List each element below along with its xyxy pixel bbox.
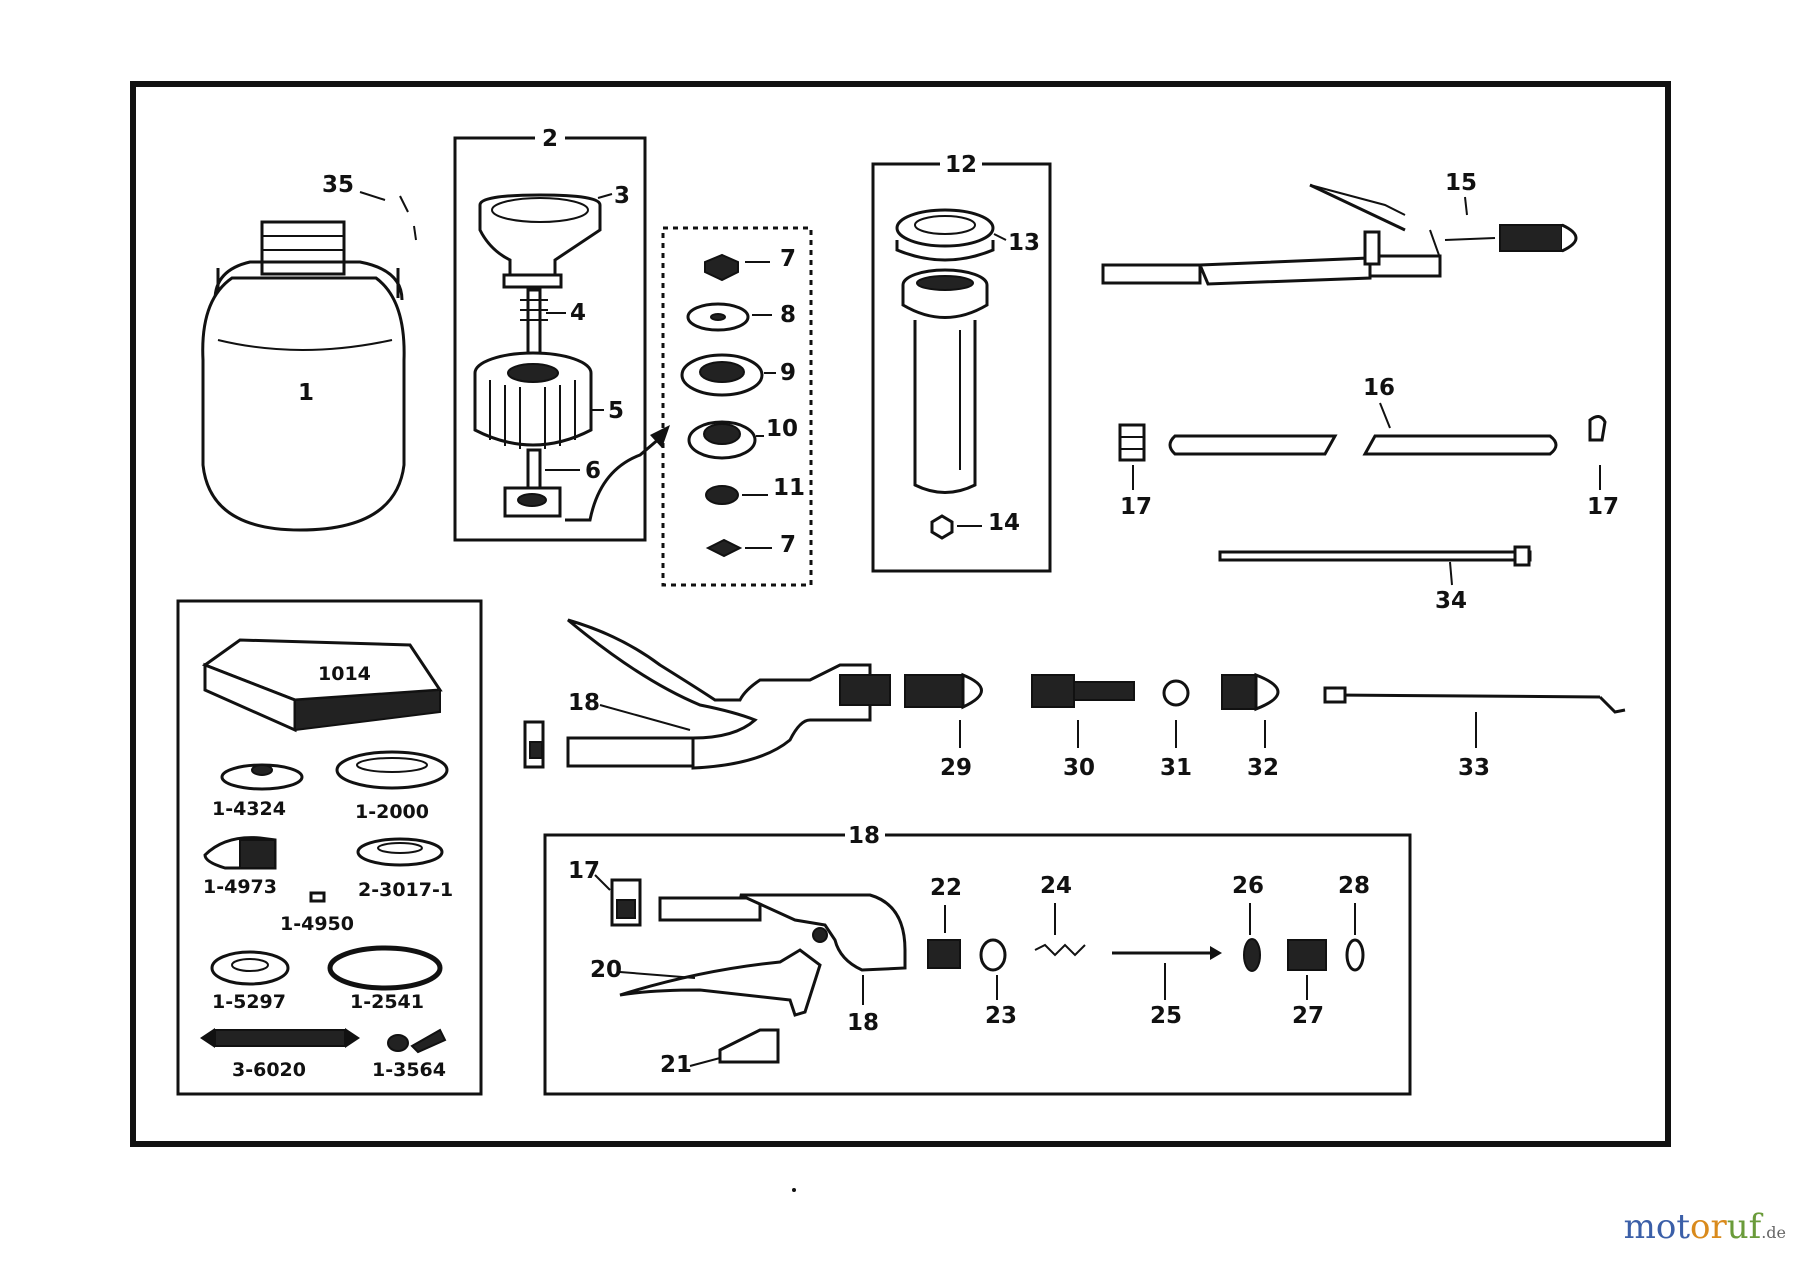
label-10: 10 [766,416,798,442]
label-25: 25 [1150,1003,1182,1029]
watermark-part-2: or [1689,1207,1727,1247]
label-4: 4 [570,300,586,326]
kit-label-1-4950: 1-4950 [280,913,354,935]
label-24: 24 [1040,873,1072,899]
kit-label-3-6020: 3-6020 [232,1059,306,1081]
kit-label-1-2541: 1-2541 [350,991,424,1013]
watermark-tld: .de [1761,1223,1786,1242]
kit-label-2-3017-1: 2-3017-1 [358,879,453,901]
label-28: 28 [1338,873,1370,899]
label-7b: 7 [780,532,796,558]
lance-valve-part [1101,183,1578,286]
label-14: 14 [988,510,1020,536]
label-9: 9 [780,360,796,386]
label-26: 26 [1232,873,1264,899]
label-35: 35 [322,172,354,198]
kit-label-1-3564: 1-3564 [372,1059,446,1081]
exploded-seals-box [661,226,813,587]
tank-part [201,220,406,532]
kit-label-1-4973: 1-4973 [203,876,277,898]
rod-part [1218,545,1532,567]
handle-exploded-group [543,833,1412,1096]
accessory-kit-box [176,599,483,1096]
label-12: 12 [945,152,977,178]
kit-label-1-4324: 1-4324 [212,798,286,820]
label-17b: 17 [1587,494,1619,520]
label-15: 15 [1445,170,1477,196]
label-31: 31 [1160,755,1192,781]
label-34: 34 [1435,588,1467,614]
kit-label-1014: 1014 [318,663,371,685]
label-5: 5 [608,398,624,424]
label-8: 8 [780,302,796,328]
label-23: 23 [985,1003,1017,1029]
label-13: 13 [1008,230,1040,256]
label-33: 33 [1458,755,1490,781]
label-16: 16 [1363,375,1395,401]
label-1: 1 [298,380,314,406]
pump-assembly-group [453,136,670,542]
handle-assembly-row [523,618,1626,770]
watermark-part-1: mot [1623,1207,1690,1247]
kit-parts [200,638,449,1054]
label-2: 2 [542,126,558,152]
label-27: 27 [1292,1003,1324,1029]
label-30: 30 [1063,755,1095,781]
label-29: 29 [940,755,972,781]
stray-dot [792,1188,796,1192]
label-32: 32 [1247,755,1279,781]
kit-label-1-5297: 1-5297 [212,991,286,1013]
cylinder-group [871,162,1052,573]
extension-tube-part [1118,415,1607,462]
kit-label-1-2000: 1-2000 [355,801,429,823]
label-7a: 7 [780,246,796,272]
label-18c: 18 [847,1010,879,1036]
label-22: 22 [930,875,962,901]
label-18b: 18 [848,823,880,849]
label-21: 21 [660,1052,692,1078]
watermark-logo: motoruf.de [1624,1207,1786,1247]
label-17c: 17 [568,858,600,884]
label-11: 11 [773,475,805,501]
seals-parts [680,253,764,558]
label-17a: 17 [1120,494,1152,520]
outer-frame [130,81,1671,1147]
label-20: 20 [590,957,622,983]
label-18a: 18 [568,690,600,716]
label-3: 3 [614,183,630,209]
watermark-part-3: uf [1726,1207,1762,1247]
label-6: 6 [585,458,601,484]
